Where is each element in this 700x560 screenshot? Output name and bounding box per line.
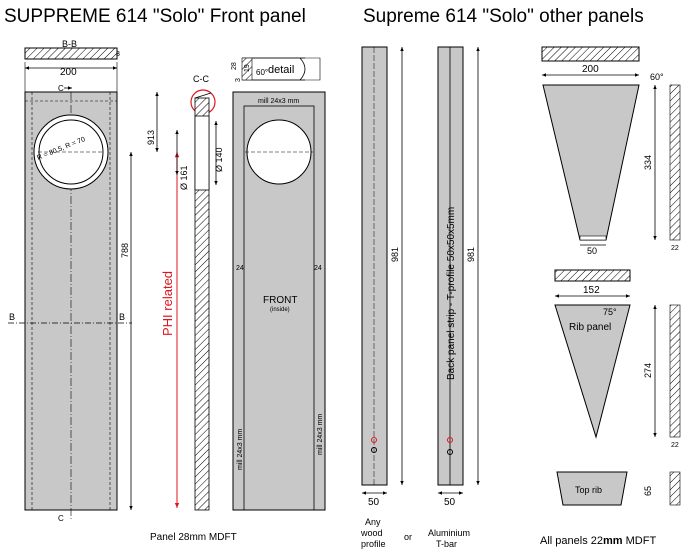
dim-161: Ø 161 (179, 165, 189, 190)
width-label: 200 (60, 67, 77, 78)
c-mark-top: C (58, 84, 64, 93)
other-panels-drawing: 200 60° 334 50 22 152 75° Rib panel 274 … (540, 46, 681, 547)
b-mark-right: B (119, 312, 125, 322)
section-bb-profile (24, 47, 118, 60)
detail-hatch (241, 57, 253, 81)
dim-788: 788 (120, 243, 130, 258)
dim-274: 274 (643, 363, 653, 378)
section-cc-profile (194, 97, 210, 511)
angle-60: 60° (650, 72, 664, 82)
alu-screw-2 (447, 449, 453, 455)
dim-24-right: 24 (314, 265, 322, 272)
top-section-profile (541, 46, 640, 62)
side-strips-drawing: 50 981 Back panel strip - T-profile 50x5… (360, 46, 480, 549)
detail-label: detail (268, 64, 294, 76)
wood-profile-strip (361, 46, 388, 486)
alu-tbar-strip (437, 46, 464, 486)
top-width: 200 (582, 64, 599, 75)
alu-screw-1 (447, 437, 453, 443)
top-rib-panel (556, 471, 628, 506)
small-dim-3: 3 (116, 51, 120, 58)
section-bb-label: B-B (62, 39, 77, 49)
section-cc-cutout (194, 115, 210, 191)
detail-angle: 60° (256, 68, 268, 77)
rib-label: Rib panel (569, 322, 611, 333)
other-panels-title: Supreme 614 "Solo" other panels (363, 6, 644, 27)
front-panel-drawing: B-B 3 200 R = 80.5, R = 70 C C B B 913 7… (8, 39, 326, 543)
trapezoid-groove (579, 235, 607, 241)
top-rib-label: Top rib (575, 485, 602, 495)
dim-22-bottom: 22 (671, 442, 679, 449)
detail-dim-19: 19 (244, 64, 251, 72)
dim-22-top: 22 (671, 245, 679, 252)
other-caption: All panels 22mm MDFT (540, 535, 656, 547)
dim-65: 65 (643, 486, 653, 496)
detail-dim-3: 3 (235, 78, 242, 82)
alu-height: 981 (466, 247, 476, 262)
wood-height: 981 (390, 247, 400, 262)
mill-right-label: mill 24x3 mm (317, 414, 324, 455)
bottom-50: 50 (587, 246, 597, 256)
rib-width: 152 (583, 285, 600, 296)
alu-caption-2: T-bar (436, 539, 457, 549)
dim-334: 334 (643, 155, 653, 170)
mill-left-label: mill 24x3 mm (237, 429, 244, 470)
front-sub-label: (inside) (270, 307, 290, 313)
wood-caption-1: Any (365, 517, 381, 527)
detail-dim-28: 28 (231, 62, 238, 70)
wood-caption-2: wood (360, 528, 383, 538)
front-view-mill (243, 105, 315, 511)
trapezoid-side-section (669, 84, 681, 241)
chamfer-line (194, 92, 212, 99)
rib-side-section (669, 304, 681, 438)
dim-24-left: 24 (236, 265, 244, 272)
c-mark-bottom: C (58, 514, 64, 523)
alu-caption-1: Aluminium (428, 528, 470, 538)
b-mark-left: B (9, 312, 15, 322)
front-caption: Panel 28mm MDFT (150, 532, 237, 543)
wood-width: 50 (368, 497, 380, 508)
phi-related-label: PHI related (160, 271, 175, 336)
back-strip-label: Back panel strip - T-profile 50x50x5mm (446, 207, 457, 380)
detail-break (252, 57, 306, 81)
front-label: FRONT (263, 295, 297, 306)
alu-width: 50 (444, 497, 456, 508)
dim-140: Ø 140 (214, 147, 224, 172)
wood-caption-3: profile (361, 539, 386, 549)
rib-panel (554, 304, 631, 439)
dim-913: 913 (146, 130, 156, 145)
top-rib-side-section (669, 471, 681, 506)
front-panel-title: SUPPREME 614 "Solo" Front panel (4, 6, 306, 27)
wood-screw-2 (371, 447, 377, 453)
wood-screw-1 (371, 437, 377, 443)
section-cc-label: C-C (193, 74, 209, 84)
trapezoid-panel (542, 84, 640, 241)
angle-75: 75° (603, 307, 617, 317)
or-label: or (404, 532, 412, 542)
mill-top-label: mill 24x3 mm (258, 98, 299, 105)
rib-section-profile (554, 269, 631, 282)
